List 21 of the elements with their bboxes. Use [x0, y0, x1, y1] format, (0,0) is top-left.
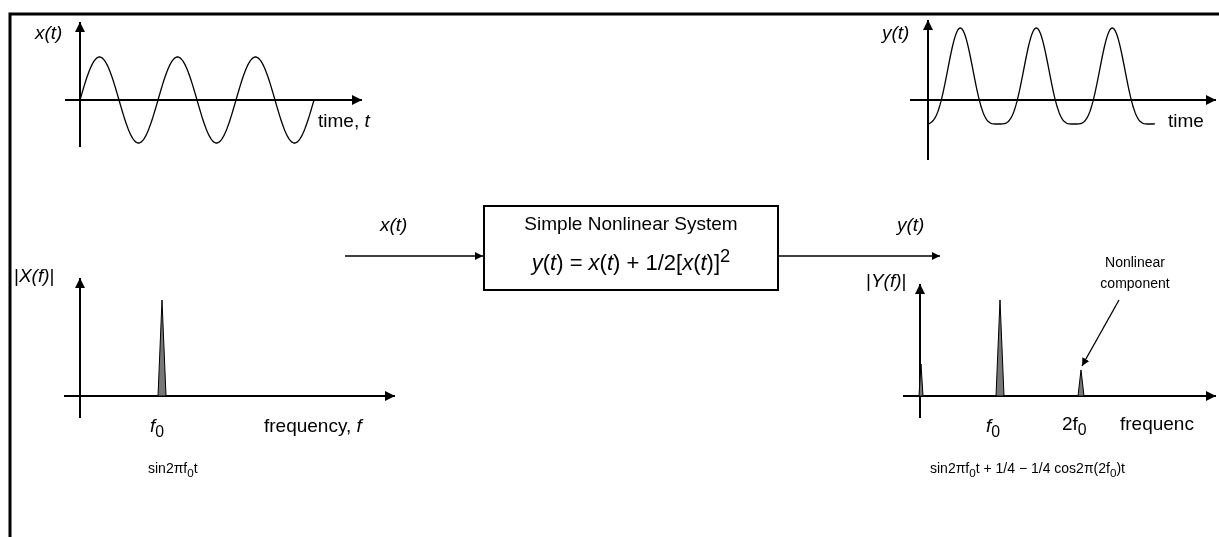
axis-label: time, t — [318, 110, 370, 132]
arrow — [344, 252, 484, 260]
axis-label: frequency, f — [264, 415, 362, 437]
system-title: Simple Nonlinear System — [523, 213, 739, 235]
tick-label: f$_{0}$ — [150, 415, 165, 441]
system-equation: y(t) = x(t) + 1/2[x(t)]$^{2}$ — [529, 245, 732, 277]
formula-text: sin2πf$_{0}$t — [148, 460, 198, 479]
axis-label: x(t) — [35, 22, 63, 44]
tick-label: f$_{0}$ — [986, 415, 1001, 441]
formula-text: sin2πf$_{0}$t + 1/4 − 1/4 cos2π(2f$_{0}$)t — [930, 460, 1125, 479]
axis-label: frequenc — [1120, 413, 1194, 435]
arrow — [778, 252, 941, 260]
spectral-spike — [1077, 369, 1085, 397]
axis-label: time — [1168, 110, 1204, 132]
axis-label: |Y(f)| — [866, 270, 907, 292]
axis-label: y(t) — [882, 22, 910, 44]
callout-text: Nonlinear component — [1099, 253, 1171, 293]
tick-label: 2f$_{0}$ — [1062, 413, 1087, 439]
leader-line — [1081, 299, 1120, 367]
axis-label: |X(f)| — [14, 265, 55, 287]
system-box — [483, 205, 779, 291]
